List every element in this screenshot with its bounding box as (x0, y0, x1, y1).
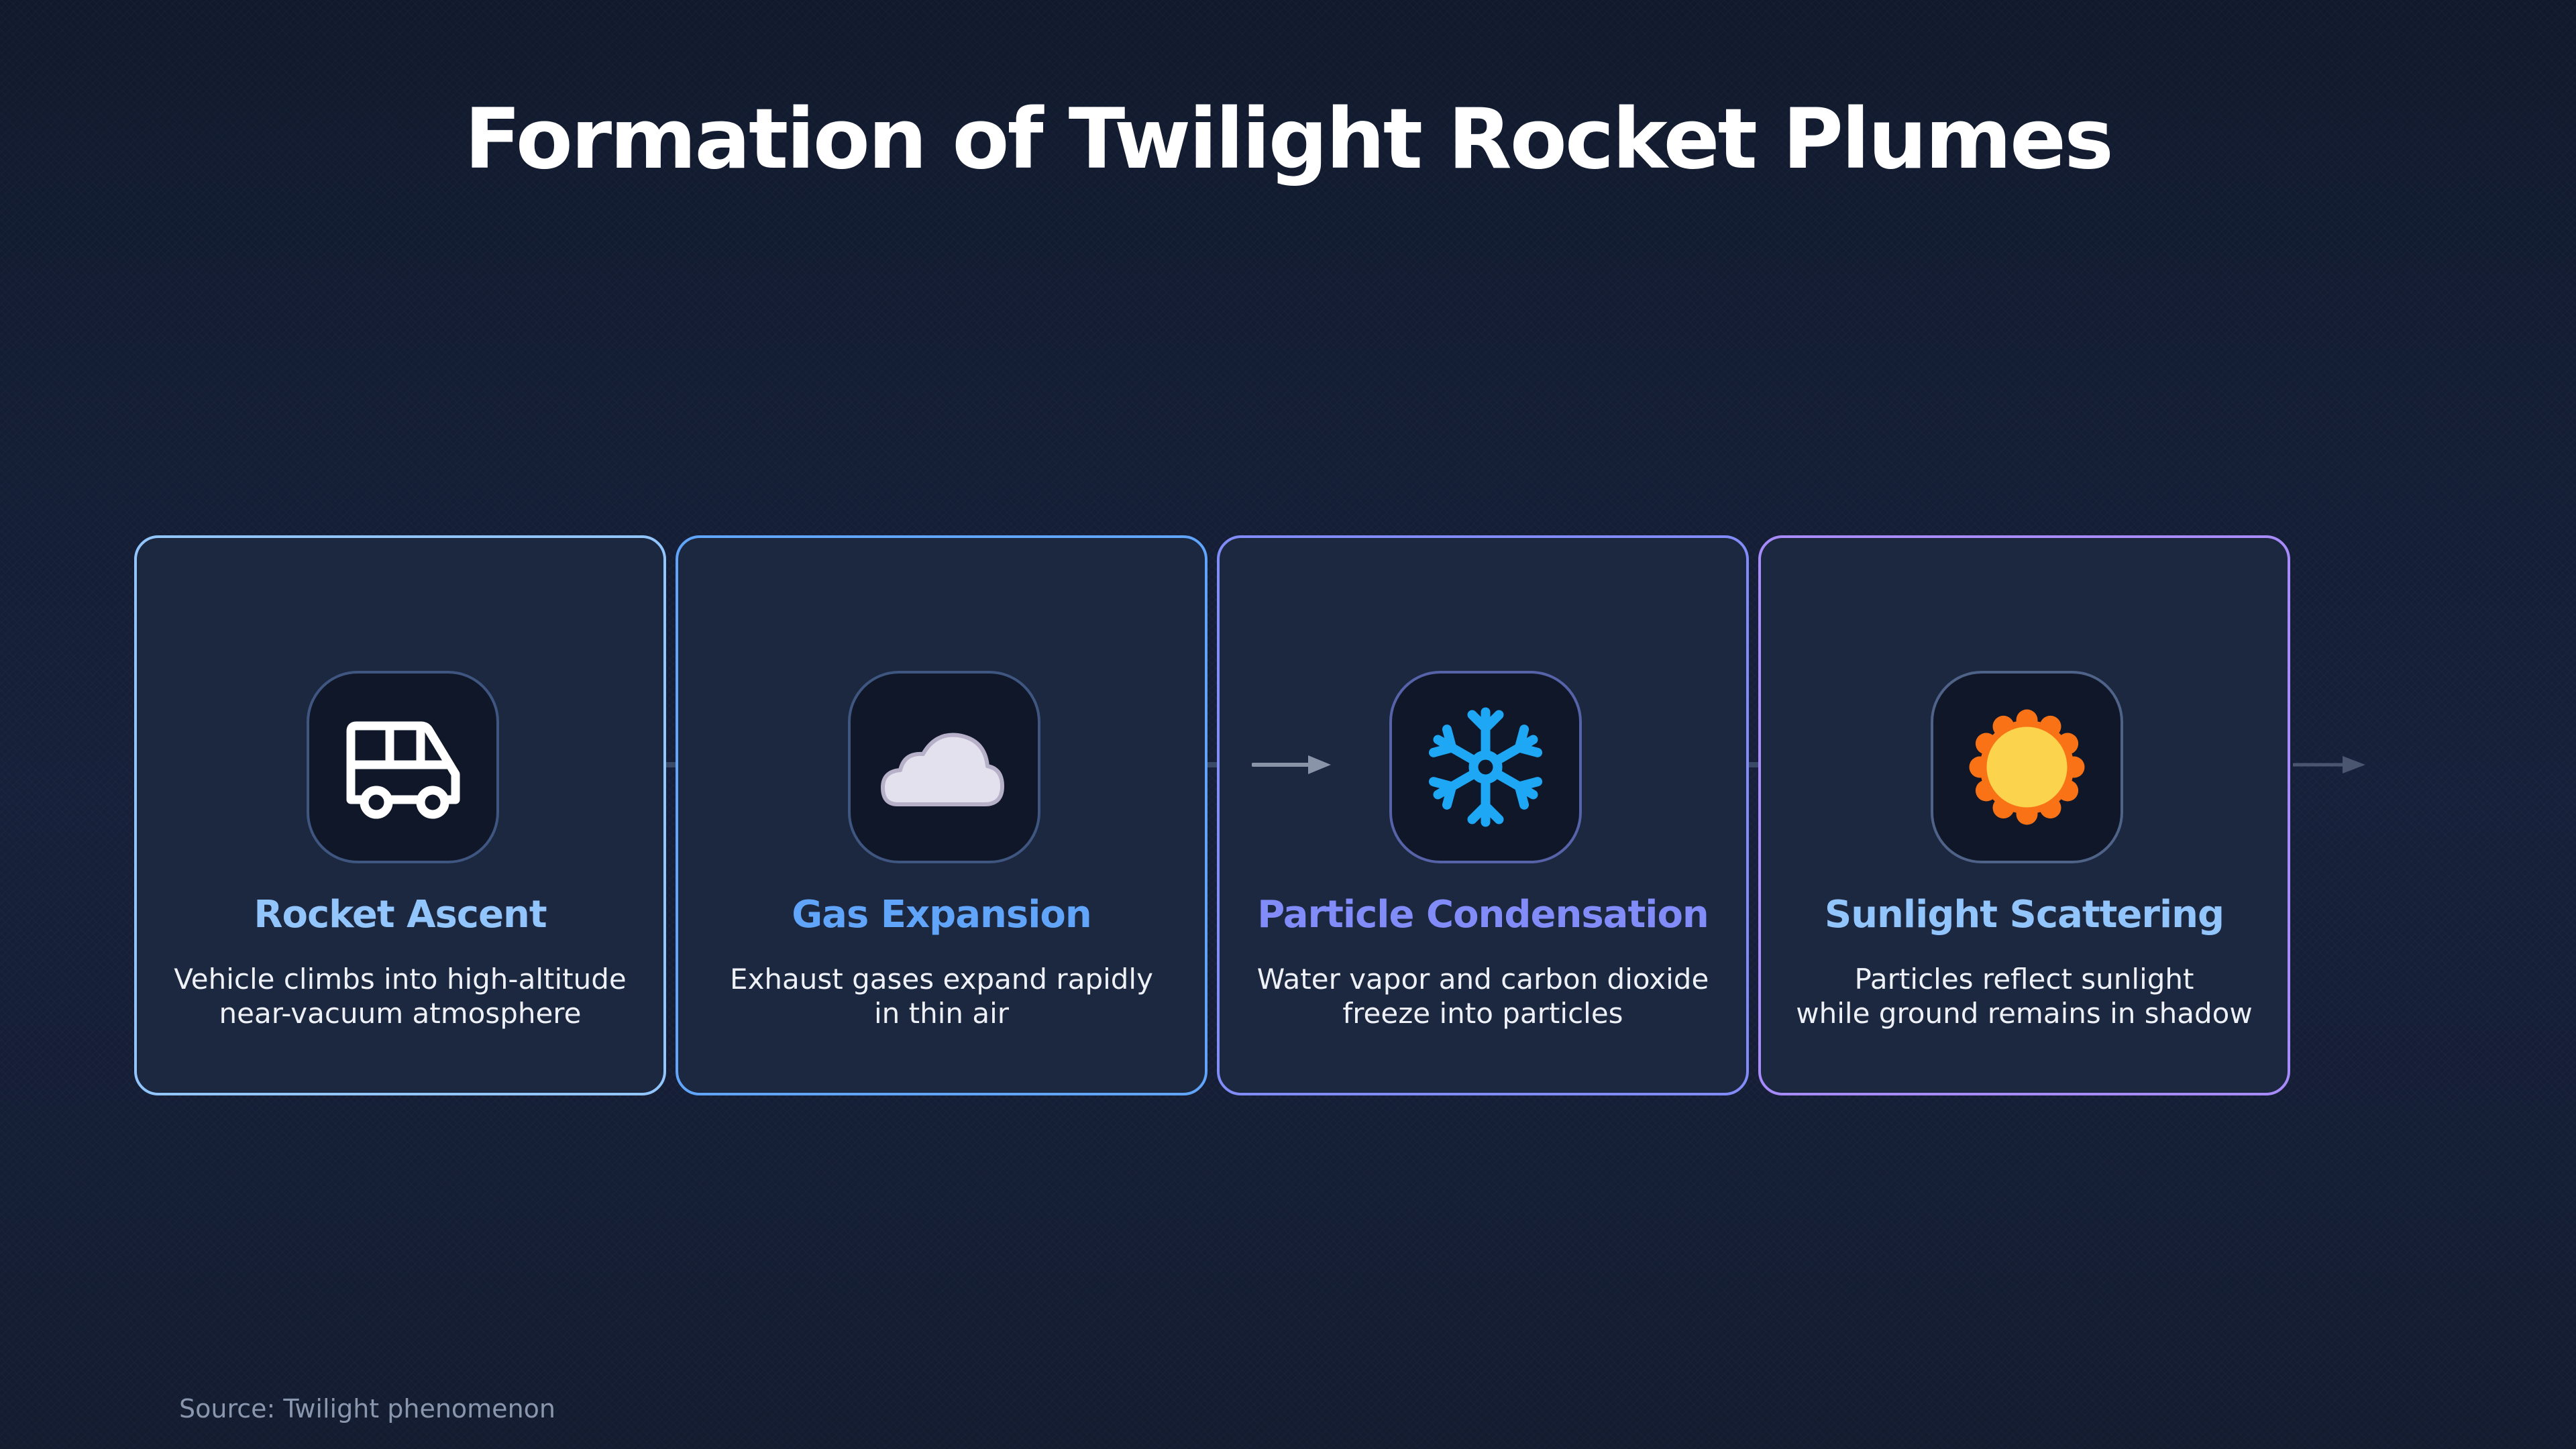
step-card-particle-condensation: Particle Condensation Water vapor and ca… (1217, 535, 1749, 1095)
step-description-line: Water vapor and carbon dioxide (1256, 963, 1709, 996)
step-description: Exhaust gases expand rapidly in thin air (692, 962, 1191, 1030)
step-description-line: Exhaust gases expand rapidly (730, 963, 1153, 996)
step-icon-box (1389, 671, 1582, 863)
van-icon (346, 721, 460, 819)
step-title: Rocket Ascent (254, 893, 547, 936)
step-card-rocket-ascent: Rocket Ascent Vehicle climbs into high-a… (134, 535, 666, 1095)
step-title: Gas Expansion (792, 893, 1092, 936)
step-description: Vehicle climbs into high-altitude near-v… (150, 962, 650, 1030)
diagram-title: Formation of Twilight Rocket Plumes (464, 91, 2114, 188)
step-description: Particles reflect sunlight while ground … (1774, 962, 2274, 1030)
sun-icon (1969, 709, 2085, 825)
step-card-sunlight-scattering: Sunlight Scattering Particles reflect su… (1758, 535, 2290, 1095)
connector-tick (1208, 762, 1217, 767)
cloud-icon (881, 733, 1004, 806)
connector-tick (666, 762, 676, 767)
step-description-line: in thin air (873, 997, 1010, 1030)
step-description-line: Particles reflect sunlight (1854, 963, 2194, 996)
step-title: Particle Condensation (1257, 893, 1709, 936)
step-description-line: while ground remains in shadow (1796, 997, 2253, 1030)
arrow-right-icon (2293, 756, 2365, 773)
snowflake-icon (1428, 707, 1543, 827)
arrow-right-icon (1252, 755, 1331, 774)
step-description-line: Vehicle climbs into high-altitude (174, 963, 627, 996)
source-note: Source: Twilight phenomenon (179, 1394, 555, 1424)
step-description-line: near-vacuum atmosphere (219, 997, 582, 1030)
step-description-line: freeze into particles (1342, 997, 1623, 1030)
connector-tick (1749, 762, 1758, 767)
step-description: Water vapor and carbon dioxide freeze in… (1233, 962, 1733, 1030)
step-title: Sunlight Scattering (1824, 893, 2224, 936)
step-icon-box (307, 671, 499, 863)
step-icon-box (1931, 671, 2123, 863)
step-icon-box (848, 671, 1040, 863)
step-card-gas-expansion: Gas Expansion Exhaust gases expand rapid… (676, 535, 1208, 1095)
